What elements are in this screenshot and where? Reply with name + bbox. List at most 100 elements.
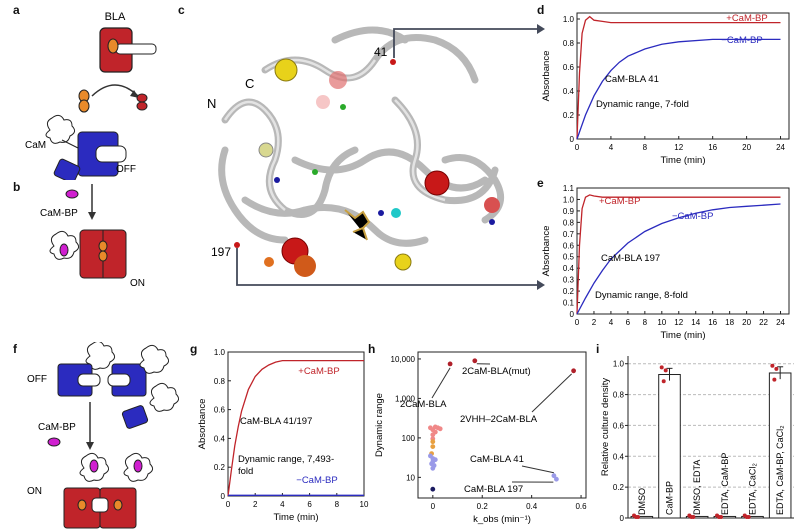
protein-structure: C N 41 197 xyxy=(207,24,545,290)
y-tick-label: 0.6 xyxy=(563,241,575,250)
reaction-arrowhead xyxy=(130,90,139,98)
y-tick-label: 0.6 xyxy=(214,406,226,415)
x-tick-label: 0 xyxy=(575,318,580,327)
data-point xyxy=(430,465,436,471)
x-tick-label: 10 xyxy=(657,318,666,327)
annotation: CaM-BLA 41 xyxy=(470,454,524,465)
f-off-label: OFF xyxy=(27,374,47,385)
x-tick-label: 10 xyxy=(360,500,369,509)
x-tick-label: 6 xyxy=(626,318,631,327)
replicate-point xyxy=(719,515,724,519)
x-tick-label: 24 xyxy=(776,318,785,327)
off-label: OFF xyxy=(116,164,136,175)
y-tick-label: 0.1 xyxy=(563,299,575,308)
on-label: ON xyxy=(130,278,145,289)
y-tick-label: 0.5 xyxy=(563,253,575,262)
y-tick-label: 0.6 xyxy=(613,421,625,430)
replicate-point xyxy=(663,368,668,373)
y-tick-label: 0.2 xyxy=(613,483,625,492)
annotation-arrow xyxy=(431,367,451,399)
plot-frame xyxy=(576,12,790,140)
arrowhead-41 xyxy=(537,24,545,34)
f-off-construct xyxy=(57,342,180,429)
annotation: Dynamic range, 7,493- xyxy=(238,454,334,465)
x-tick-label: 20 xyxy=(742,143,751,152)
data-point xyxy=(432,457,438,463)
x-tick-label: 0 xyxy=(575,143,580,152)
cambp-label: CaM-BP xyxy=(40,208,78,219)
replicate-point xyxy=(691,515,696,519)
x-tick-label: 2 xyxy=(592,318,597,327)
y-tick-label: 0.7 xyxy=(563,230,575,239)
series-line-plus-cambp xyxy=(576,15,781,140)
annotation: CaM-BLA 197 xyxy=(601,253,660,264)
cam-label: CaM xyxy=(25,140,46,151)
arrowhead-197 xyxy=(537,280,545,290)
y-tick-label: 0.9 xyxy=(563,207,575,216)
f-cambp-label: CaM-BP xyxy=(38,422,76,433)
x-tick-label: 24 xyxy=(776,143,785,152)
product-icon xyxy=(136,93,148,111)
series-label: +CaM-BP xyxy=(599,196,640,207)
y-axis-label: Absorbance xyxy=(197,399,208,450)
y-tick-label: 0.6 xyxy=(563,63,575,72)
arrow-197-to-e xyxy=(236,248,538,286)
y-axis-label: Dynamic range xyxy=(374,393,385,457)
ribbon-backbone xyxy=(218,26,505,247)
structure-label-n: N xyxy=(207,96,216,111)
panel-letter-e: e xyxy=(537,176,544,190)
schematic-a: BLA CaM OFF xyxy=(25,11,157,180)
x-axis-label: Time (min) xyxy=(660,330,705,341)
annotation: Dynamic range, 8-fold xyxy=(595,290,688,301)
replicate-point xyxy=(770,363,775,368)
annotation-arrow xyxy=(521,465,554,474)
bar xyxy=(741,515,764,519)
series-label: +CaM-BP xyxy=(298,366,339,377)
x-tick-label: 0 xyxy=(431,502,436,511)
category-label: DMSO xyxy=(637,488,647,515)
x-tick-label: 14 xyxy=(691,318,700,327)
x-tick-label: 4 xyxy=(609,318,614,327)
f-arrowhead xyxy=(86,442,94,450)
series-label: −CaM-BP xyxy=(672,211,713,222)
structure-label-c: C xyxy=(245,76,254,91)
x-tick-label: 6 xyxy=(307,500,312,509)
annotation: Dynamic range, 7-fold xyxy=(596,99,689,110)
series-line-minus-cambp xyxy=(576,203,781,315)
y-tick-label: 0 xyxy=(570,310,575,319)
panel-letter-d: d xyxy=(537,3,545,17)
mutation-sites xyxy=(234,58,500,277)
y-tick-label: 0 xyxy=(221,492,226,501)
x-tick-label: 4 xyxy=(609,143,614,152)
annotation: 2VHH–2CaM-BLA xyxy=(460,414,538,425)
schematic-f: OFF CaM-BP ON xyxy=(27,342,180,529)
y-tick-label: 0 xyxy=(570,135,575,144)
arrow-41-to-d xyxy=(393,28,538,58)
panel-letter-a: a xyxy=(13,3,20,17)
plot-frame xyxy=(576,187,790,315)
annotation-arrow xyxy=(531,373,572,413)
x-tick-label: 0.4 xyxy=(526,502,538,511)
y-tick-label: 0.3 xyxy=(563,276,575,285)
annotation: CaM-BLA 41 xyxy=(605,74,659,85)
replicate-point xyxy=(659,365,664,370)
y-tick-label: 1.0 xyxy=(214,348,226,357)
series-label: +CaM-BP xyxy=(726,13,767,24)
structure-label-41: 41 xyxy=(374,45,388,59)
data-point xyxy=(430,486,436,492)
x-tick-label: 0 xyxy=(226,500,231,509)
y-tick-label: 1.0 xyxy=(613,360,625,369)
annotation: fold xyxy=(238,466,253,477)
f-cambp-icon xyxy=(47,437,61,447)
data-point xyxy=(432,429,438,435)
x-tick-label: 20 xyxy=(742,318,751,327)
y-tick-label: 1,000 xyxy=(395,394,416,403)
x-tick-label: 0.2 xyxy=(477,502,489,511)
y-tick-label: 10,000 xyxy=(391,355,416,364)
category-label: CaM-BP xyxy=(665,481,675,515)
bla-enzyme xyxy=(99,27,157,73)
data-point xyxy=(430,444,436,449)
f-on-label: ON xyxy=(27,486,42,497)
